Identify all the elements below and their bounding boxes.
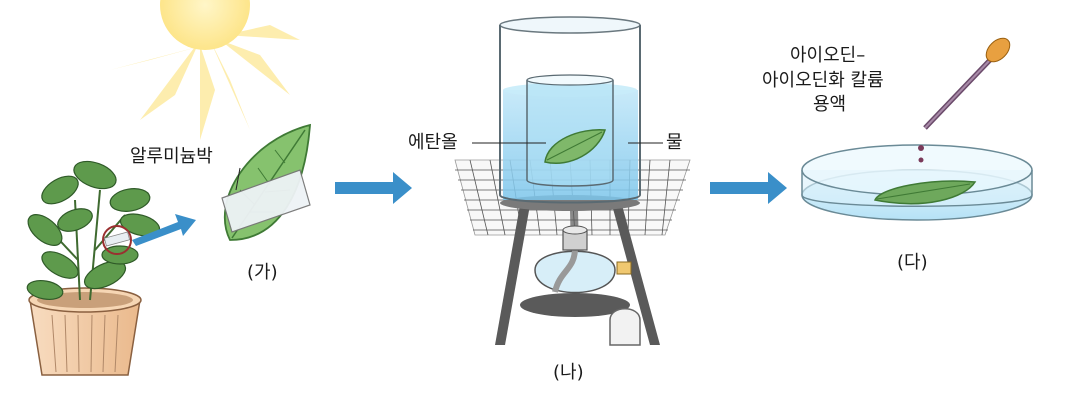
step-label-ga: (가) bbox=[247, 262, 278, 283]
potted-plant bbox=[26, 160, 161, 376]
arrow-2 bbox=[335, 172, 412, 204]
foil-label: 알루미늄박 bbox=[130, 146, 213, 167]
dropper bbox=[918, 37, 1011, 163]
ethanol-label: 에탄올 bbox=[408, 132, 458, 153]
alcohol-lamp bbox=[520, 225, 641, 346]
iodine-label-line3: 용액 bbox=[813, 94, 847, 115]
arrow-1 bbox=[132, 214, 196, 246]
large-beaker bbox=[499, 16, 641, 204]
step-label-da: (다) bbox=[897, 252, 928, 273]
arrow-3 bbox=[710, 172, 787, 204]
iodine-label-line2: 아이오딘화 칼륨 bbox=[762, 70, 884, 91]
sun bbox=[110, 0, 300, 140]
leaf-ga bbox=[221, 123, 311, 241]
iodine-label-line1: 아이오딘– bbox=[790, 45, 866, 66]
step-label-na: (나) bbox=[553, 362, 584, 383]
water-label: 물 bbox=[666, 132, 683, 153]
petri-dish bbox=[801, 144, 1033, 221]
water-bath-apparatus bbox=[454, 16, 691, 346]
